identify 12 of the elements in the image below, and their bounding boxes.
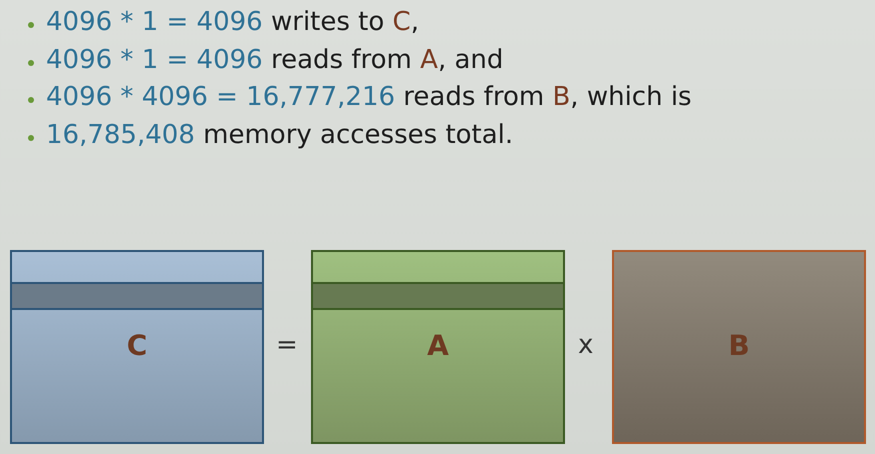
matrix-box (612, 250, 866, 444)
matrix-label: C (126, 330, 148, 362)
bullet-text: 4096 * 4096 = 16,777,216 reads from B, which is (46, 81, 692, 113)
operator-symbol: = (276, 330, 298, 360)
matrix-label: B (727, 330, 751, 362)
matrix-box (311, 250, 565, 444)
matrix-label: A (426, 330, 450, 362)
operator-symbol: x (578, 330, 594, 360)
bullet-text: 16,785,408 memory accesses total. (46, 118, 514, 150)
matrix-box (10, 250, 264, 444)
bullet-text: 4096 * 1 = 4096 reads from A, and (46, 44, 504, 76)
bullet-text: 4096 * 1 = 4096 writes to C, (46, 6, 419, 38)
